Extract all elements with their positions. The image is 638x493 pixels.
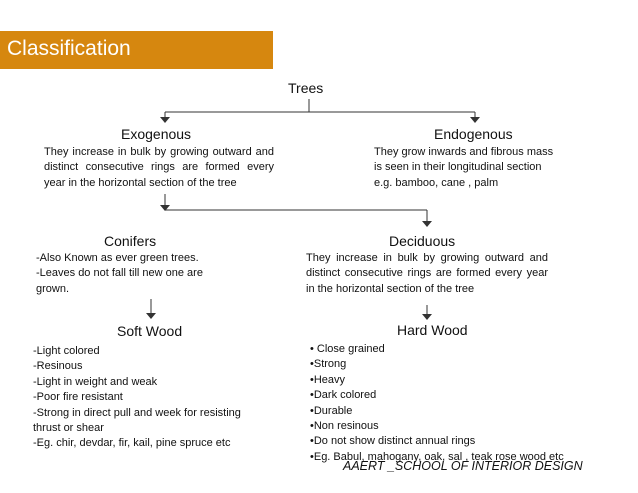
soft-wood-item: -Resinous [33,360,83,373]
hard-wood-list: • Close grained •Strong •Heavy •Dark col… [310,342,564,465]
soft-wood-item: -Strong in direct pull and week for resi… [33,406,241,435]
soft-wood-item: -Light in weight and weak [33,375,158,388]
arrowhead-deciduous [422,221,432,227]
arrowhead-exogenous [160,117,170,123]
node-exogenous: Exogenous [121,126,192,142]
hard-wood-item: •Dark colored [310,389,377,402]
footer-credit: AAERT _SCHOOL OF INTERIOR DESIGN [343,459,583,473]
arrowhead-softwood [146,313,156,319]
exogenous-description: They increase in bulk by growing outward… [44,146,274,189]
node-endogenous: Endogenous [434,126,513,142]
page-title: Classification [0,31,273,69]
arrowhead-conifers [160,205,170,211]
soft-wood-list: -Light colored -Resinous -Light in weigh… [33,344,241,452]
node-soft-wood: Soft Wood [117,323,183,339]
arrowhead-endogenous [470,117,480,123]
node-trees: Trees [288,80,324,96]
endogenous-description: They grow inwards and fibrous mass is se… [374,146,554,189]
hard-wood-item: •Heavy [310,373,346,386]
hard-wood-item: • Close grained [310,343,385,355]
conifers-description: -Also Known as ever green trees. -Leaves… [36,252,203,295]
node-conifers: Conifers [104,233,157,249]
hard-wood-item: •Eg. Babul, mahogany, oak, sal , teak ro… [310,450,564,463]
hard-wood-item: •Strong [310,358,347,371]
node-deciduous: Deciduous [389,233,456,249]
node-hard-wood: Hard Wood [397,322,468,338]
deciduous-description: They increase in bulk by growing outward… [306,252,548,295]
arrowhead-hardwood [422,314,432,320]
soft-wood-item: -Light colored [33,345,100,357]
soft-wood-item: -Poor fire resistant [33,391,123,404]
hard-wood-item: •Non resinous [310,420,379,433]
hard-wood-item: •Do not show distinct annual rings [310,435,476,448]
soft-wood-item: -Eg. chir, devdar, fir, kail, pine spruc… [33,437,231,450]
hard-wood-item: •Durable [310,404,353,417]
